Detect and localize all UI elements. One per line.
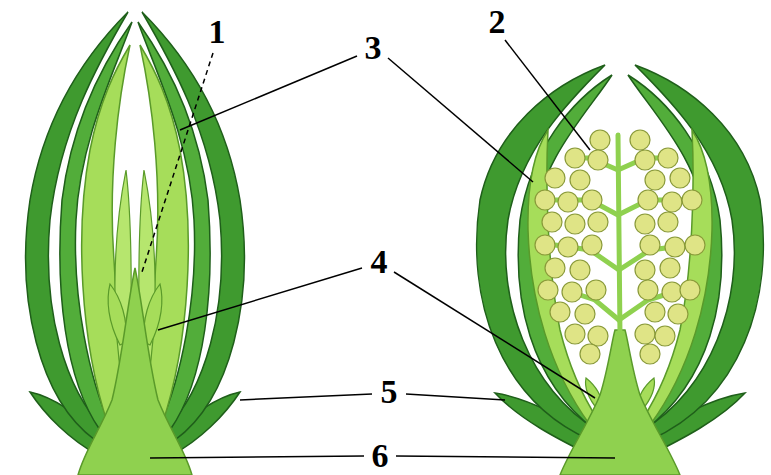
callout-number: 3 [365, 31, 382, 65]
callout-number: 6 [372, 439, 389, 473]
callout-number: 2 [489, 5, 506, 39]
leaf-bud [26, 12, 245, 475]
callout-number: 4 [371, 245, 388, 279]
leader-lines [142, 40, 615, 458]
flower-bud [477, 65, 764, 475]
callout-number: 1 [209, 15, 226, 49]
callout-number: 5 [381, 375, 398, 409]
